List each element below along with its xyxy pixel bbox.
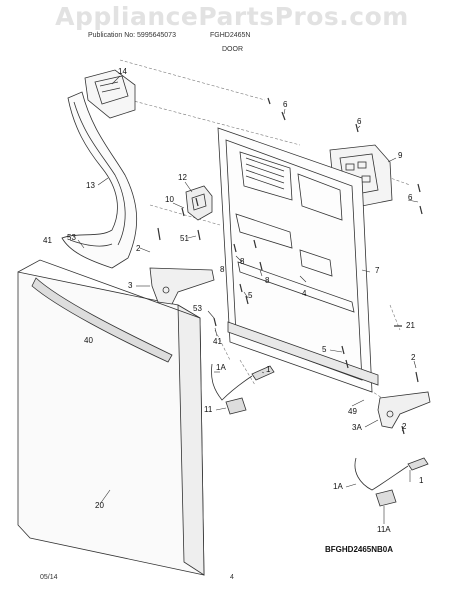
callout-14: 14 (118, 67, 127, 76)
part-vent-duct (61, 91, 138, 269)
callout-4: 4 (302, 289, 307, 298)
part-latch (185, 185, 213, 221)
part-vent-bracket (84, 69, 136, 119)
model-number: FGHD2465N (210, 32, 251, 39)
callout-9: 9 (398, 151, 403, 160)
part-wire-harness-upper (211, 363, 275, 415)
callout-41-lower: 41 (213, 337, 222, 346)
callout-5-upper: 5 (248, 291, 253, 300)
part-inner-door (217, 127, 373, 393)
callout-8-b: 8 (220, 265, 225, 274)
section-title: DOOR (222, 46, 243, 53)
callout-13: 13 (86, 181, 95, 190)
callout-7: 7 (375, 266, 380, 275)
footer-date: 05/14 (40, 574, 58, 581)
callout-49: 49 (348, 407, 357, 416)
callout-11: 11 (204, 405, 213, 414)
callout-2-right: 2 (411, 353, 416, 362)
watermark-text: AppliancePartsPros.com (55, 2, 409, 31)
callout-12: 12 (178, 173, 187, 182)
diagram-code: BFGHD2465NB0A (325, 545, 394, 554)
footer-page-number: 4 (230, 574, 234, 581)
part-hinge-right (377, 391, 431, 429)
callout-53-top: 53 (67, 233, 76, 242)
callout-6-right: 6 (357, 117, 362, 126)
callout-20: 20 (95, 501, 104, 510)
callout-1A-upper: 1A (216, 363, 226, 372)
part-outer-door (17, 259, 205, 576)
callout-6-side: 6 (408, 193, 413, 202)
callout-5-lower: 5 (322, 345, 327, 354)
publication-number: Publication No: 5995645073 (88, 32, 176, 39)
callout-2-left: 2 (136, 244, 141, 253)
callout-10: 10 (165, 195, 174, 204)
callout-40: 40 (84, 336, 93, 345)
callout-3A: 3A (352, 423, 362, 432)
part-wire-harness-lower (354, 457, 429, 507)
callout-8-a: 8 (240, 257, 245, 266)
callout-21: 21 (406, 321, 415, 330)
callout-8-c: 8 (265, 276, 270, 285)
leader-lines (77, 75, 419, 524)
callout-1A-lower: 1A (333, 482, 343, 491)
part-bottom-trim (227, 321, 379, 386)
callout-11A: 11A (377, 525, 391, 534)
callout-2-lower: 2 (402, 422, 407, 431)
callout-labels: 14 13 12 10 6 6 9 6 7 51 2 53 41 8 8 8 4… (43, 67, 424, 534)
callout-51: 51 (180, 234, 189, 243)
callout-3: 3 (128, 281, 133, 290)
callout-1-upper: 1 (266, 365, 271, 374)
callout-6-top: 6 (283, 100, 288, 109)
callout-41-top: 41 (43, 236, 52, 245)
part-hinge-left (149, 267, 215, 305)
part-door-handle (31, 277, 173, 363)
callout-1-lower: 1 (419, 476, 424, 485)
callout-53-lower: 53 (193, 304, 202, 313)
